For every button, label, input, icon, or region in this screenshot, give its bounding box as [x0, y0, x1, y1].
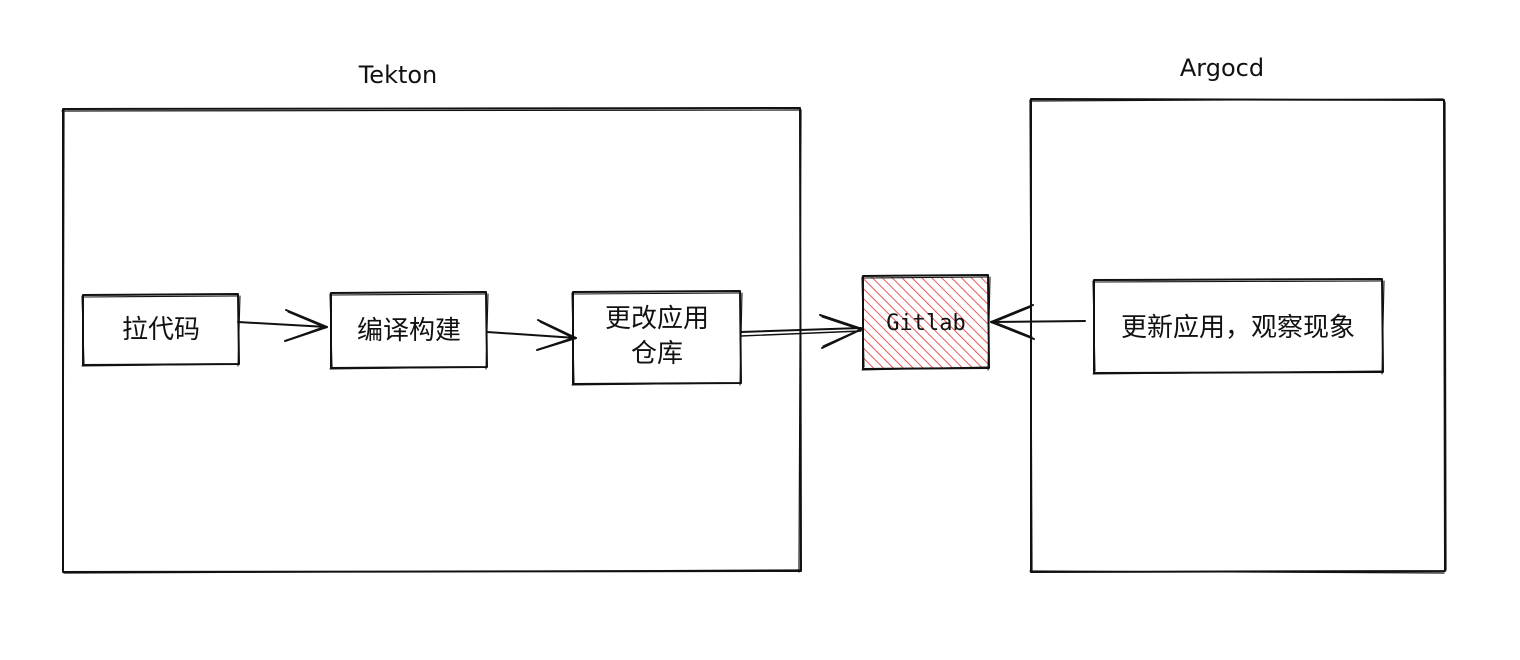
node-gitlab[interactable]: Gitlab — [861, 274, 991, 371]
node-compile-build[interactable]: 编译构建 — [329, 291, 489, 370]
argocd-group-box — [1029, 98, 1447, 574]
node-argocd-update-observe-label: 更新应用，观察现象 — [1121, 313, 1355, 343]
arrow-build-to-update-repo — [486, 319, 577, 351]
node-pull-code-label: 拉代码 — [122, 315, 200, 345]
node-gitlab-label: Gitlab — [886, 311, 965, 336]
node-update-app-repo-line2: 仓库 — [631, 339, 683, 369]
tekton-title: Tekton — [358, 61, 438, 89]
node-update-app-repo[interactable]: 更改应用 仓库 — [571, 290, 743, 386]
node-pull-code[interactable]: 拉代码 — [81, 293, 241, 367]
node-update-app-repo-line1: 更改应用 — [605, 304, 709, 334]
argocd-title: Argocd — [1180, 54, 1264, 82]
arrow-update-repo-to-gitlab — [740, 314, 863, 349]
tekton-group-box — [61, 107, 802, 574]
arrow-argocd-to-gitlab — [990, 304, 1086, 340]
node-argocd-update-observe[interactable]: 更新应用，观察现象 — [1092, 278, 1385, 375]
node-compile-build-label: 编译构建 — [357, 316, 461, 346]
arrow-pull-to-build — [237, 309, 328, 342]
